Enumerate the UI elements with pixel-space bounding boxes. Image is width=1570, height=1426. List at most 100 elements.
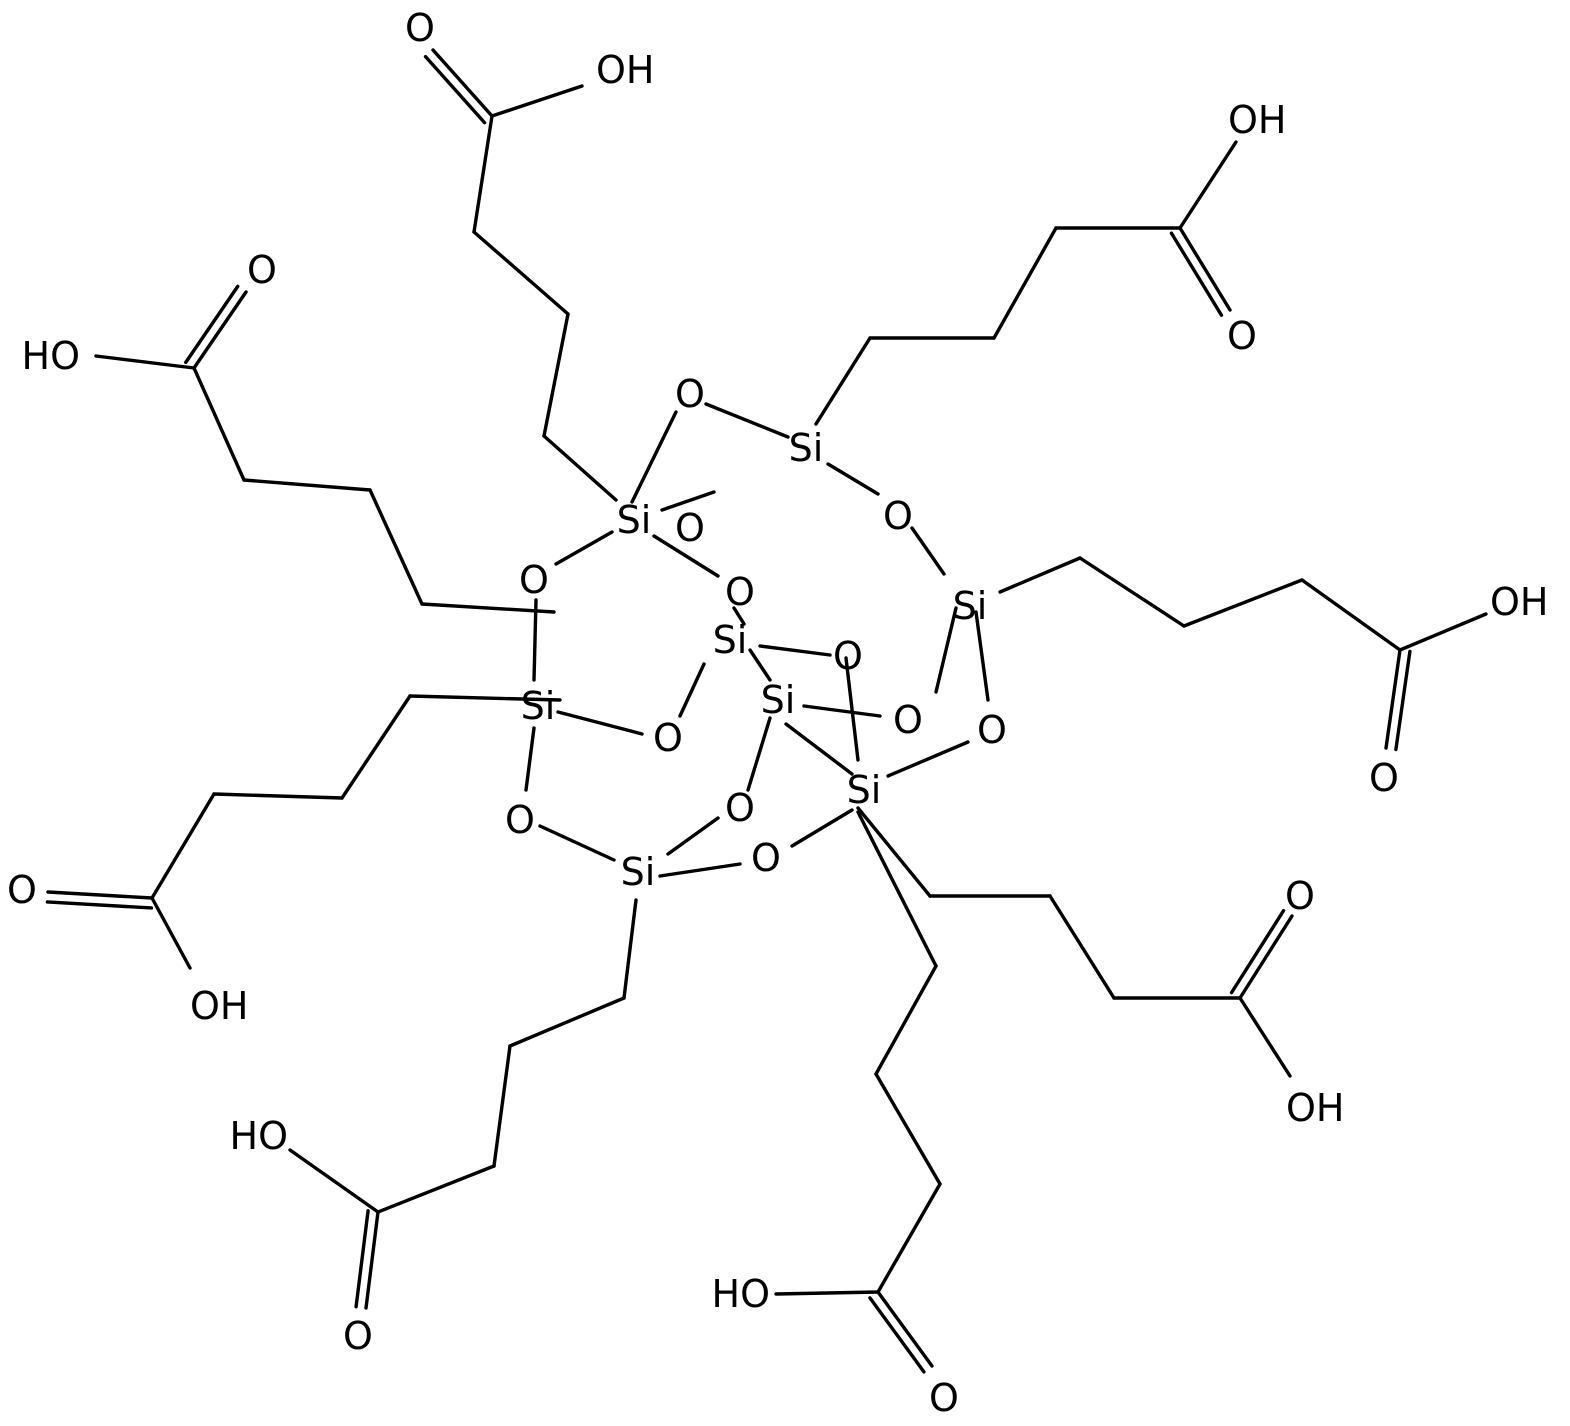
bond-line-80	[364, 1210, 380, 1310]
bond-line-6	[910, 526, 946, 576]
bond-line-45	[192, 290, 248, 370]
bond-line-59	[46, 890, 154, 900]
bond-line-35	[992, 226, 1058, 340]
bond-line-47	[998, 556, 1082, 594]
bond-line-3	[660, 490, 716, 512]
bond-line-13	[678, 662, 706, 718]
oxygen-atom-label: O	[675, 506, 705, 550]
oxygen-atom-label: O	[725, 786, 755, 830]
bond-line-7	[652, 534, 720, 578]
bond-line-25	[658, 862, 742, 878]
oxygen-atom-label: O	[519, 558, 549, 602]
bond-line-18	[746, 716, 772, 792]
bond-line-43	[192, 366, 246, 482]
oxygen-atom-label: O	[725, 570, 755, 614]
bond-line-4	[826, 462, 880, 496]
bond-line-81	[354, 1209, 370, 1309]
si-atom-label: Si	[617, 498, 652, 542]
bond-line-14	[886, 740, 970, 778]
si-atom-label: Si	[761, 678, 796, 722]
bond-line-21	[758, 644, 832, 657]
bond-line-1	[630, 410, 678, 504]
bond-line-38	[1178, 226, 1232, 312]
bond-line-60	[45, 900, 154, 910]
bond-line-55	[340, 694, 412, 800]
oxygen-atom-label: O	[977, 708, 1007, 752]
bond-line-10	[974, 610, 990, 702]
bond-line-73	[876, 1290, 934, 1368]
oxygen-atom-label: O	[1285, 874, 1315, 918]
oxygen-atom-label: O	[505, 798, 535, 842]
bond-line-12	[802, 704, 882, 718]
oxygen-atom-label: O	[929, 1376, 959, 1420]
bond-line-20	[790, 808, 854, 848]
bond-line-49	[1182, 578, 1304, 628]
hydroxyl-label: HO	[22, 334, 80, 378]
bond-line-23	[784, 722, 854, 776]
bond-line-74	[868, 1296, 926, 1374]
bond-line-27	[542, 312, 570, 438]
oxygen-atom-label: O	[893, 698, 923, 742]
bond-line-24	[666, 816, 720, 856]
oxygen-atom-label: O	[343, 1314, 373, 1358]
hydroxyl-label: OH	[1286, 1086, 1344, 1130]
oxygen-atom-label: O	[751, 836, 781, 880]
bond-line-11	[732, 606, 746, 626]
bond-line-54	[408, 694, 562, 702]
bond-line-71	[876, 1182, 942, 1294]
si-atom-label: Si	[621, 850, 656, 894]
bond-line-52	[1384, 648, 1402, 750]
bond-line-5	[554, 530, 614, 566]
oxygen-atom-label: O	[405, 6, 435, 50]
oxygen-atom-label: O	[1369, 756, 1399, 800]
bond-line-76	[508, 996, 626, 1048]
si-atom-label: Si	[953, 584, 988, 628]
bond-line-39	[1169, 231, 1224, 317]
bond-line-57	[150, 792, 216, 900]
bond-line-19	[524, 726, 536, 792]
bond-line-75	[622, 898, 638, 1000]
bonds	[45, 48, 1488, 1374]
oxygen-atom-label: O	[7, 868, 37, 912]
oxygen-atom-label: O	[675, 372, 705, 416]
bond-line-17	[748, 648, 772, 682]
bond-line-16	[844, 656, 860, 762]
bond-line-26	[542, 434, 618, 502]
hydroxyl-label: OH	[190, 984, 248, 1028]
bond-line-33	[814, 336, 872, 426]
hydroxyl-label: OH	[1228, 98, 1286, 142]
bond-line-29	[472, 114, 494, 234]
bond-line-77	[492, 1044, 512, 1168]
bond-line-70	[874, 1072, 942, 1186]
bond-line-8	[934, 606, 958, 694]
bond-line-63	[1048, 894, 1116, 1000]
bond-line-30	[490, 84, 584, 118]
si-atom-label: Si	[789, 426, 824, 470]
bond-line-46	[184, 284, 240, 365]
bond-line-9	[532, 598, 538, 682]
bond-line-50	[1300, 578, 1402, 652]
bond-line-40	[420, 602, 556, 614]
oxygen-atom-label: O	[247, 248, 277, 292]
bond-line-22	[538, 824, 616, 862]
bond-line-79	[288, 1148, 380, 1214]
oxygen-atom-label: O	[653, 716, 683, 760]
bond-line-72	[774, 1290, 880, 1296]
bond-line-41	[368, 488, 424, 606]
bond-line-2	[704, 402, 790, 439]
oxygen-atom-label: O	[833, 634, 863, 678]
hydroxyl-label: OH	[596, 48, 654, 92]
si-atom-label: Si	[847, 768, 882, 812]
bond-line-28	[472, 230, 570, 316]
bond-line-65	[1238, 996, 1292, 1078]
bond-line-67	[1229, 908, 1286, 995]
si-atom-label: Si	[521, 684, 556, 728]
bond-line-68	[856, 810, 938, 968]
bond-line-44	[94, 354, 196, 370]
bond-line-69	[874, 964, 938, 1076]
bond-line-61	[856, 806, 932, 898]
bond-line-51	[1398, 612, 1488, 652]
si-atom-label: Si	[713, 618, 748, 662]
